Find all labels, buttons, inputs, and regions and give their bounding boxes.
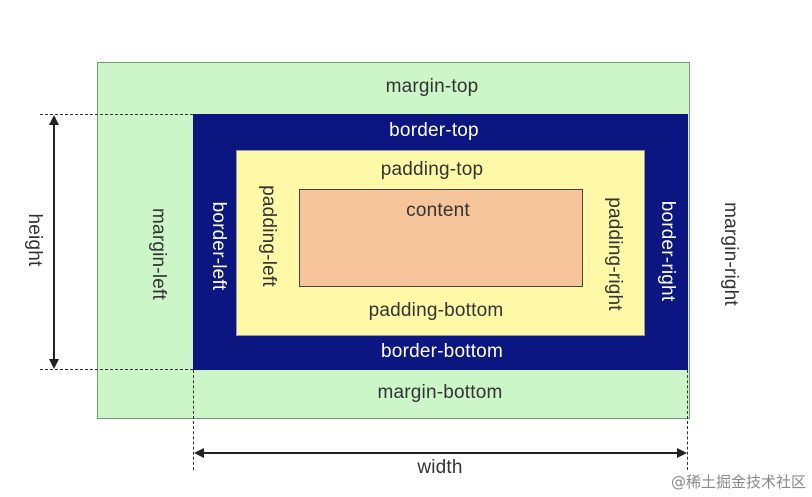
padding-top-label: padding-top <box>380 159 484 180</box>
width-label: width <box>417 457 463 478</box>
padding-right-label: padding-right <box>604 197 625 311</box>
border-left-label: border-left <box>208 201 229 291</box>
border-top-label: border-top <box>389 120 479 141</box>
margin-bottom-label: margin-bottom <box>377 382 503 403</box>
content-label: content <box>406 200 470 221</box>
width-arrow-line <box>203 452 677 454</box>
width-arrow-right-icon <box>677 448 687 458</box>
height-label: height <box>24 213 45 267</box>
width-right-guide <box>687 370 688 470</box>
height-arrow-up-icon <box>49 115 59 125</box>
border-bottom-label: border-bottom <box>381 341 503 362</box>
content-area <box>299 189 583 287</box>
padding-left-label: padding-left <box>258 185 279 287</box>
padding-bottom-label: padding-bottom <box>368 300 504 321</box>
width-arrow-left-icon <box>194 448 204 458</box>
height-bottom-guide <box>40 369 193 370</box>
height-arrow-down-icon <box>49 359 59 369</box>
height-arrow-line <box>53 124 55 360</box>
border-right-label: border-right <box>657 200 678 302</box>
margin-top-label: margin-top <box>385 76 479 97</box>
watermark: @稀土掘金技术社区 <box>670 473 806 491</box>
margin-left-label: margin-left <box>148 208 169 300</box>
width-left-guide <box>193 370 194 470</box>
margin-right-label: margin-right <box>720 202 741 306</box>
height-top-guide <box>40 114 193 115</box>
